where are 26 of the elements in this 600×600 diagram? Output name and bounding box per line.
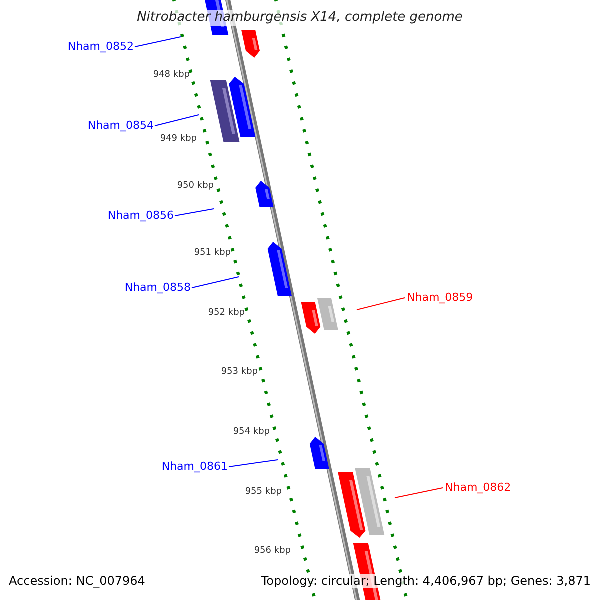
leader-line	[154, 114, 200, 126]
footer-text: Topology: circular; Length: 4,406,967 bp; Genes: 3,871	[261, 574, 591, 588]
title: Nitrobacter hamburgensis X14, complete genome	[137, 10, 463, 26]
leader-line	[174, 208, 214, 216]
gene-label: Nham_0861	[162, 460, 228, 474]
leader-line	[228, 460, 278, 468]
scale-label: 949 kbp	[160, 133, 197, 146]
scale-label: 951 kbp	[194, 247, 231, 260]
gene-label: Nham_0862	[445, 481, 512, 495]
scale-label: 956 kbp	[254, 545, 291, 558]
scale-label: 950 kbp	[177, 180, 214, 193]
footer-text: Accession: NC_007964	[9, 574, 146, 588]
leader-line	[356, 298, 406, 310]
scale-label: 953 kbp	[221, 366, 258, 379]
scale-label: 954 kbp	[233, 426, 270, 439]
gene-label: Nham_0852	[68, 40, 134, 54]
scale-label: 955 kbp	[245, 486, 282, 499]
leader-line	[192, 276, 240, 288]
scale-label: 948 kbp	[153, 69, 190, 82]
leader-line	[134, 36, 182, 48]
gene-label: Nham_0854	[88, 119, 154, 133]
leader-line	[394, 488, 444, 498]
gene-label: Nham_0858	[124, 281, 191, 295]
gene-label: Nham_0859	[407, 291, 474, 305]
scale-label: 952 kbp	[208, 307, 245, 320]
gene-label: Nham_0856	[108, 209, 174, 223]
